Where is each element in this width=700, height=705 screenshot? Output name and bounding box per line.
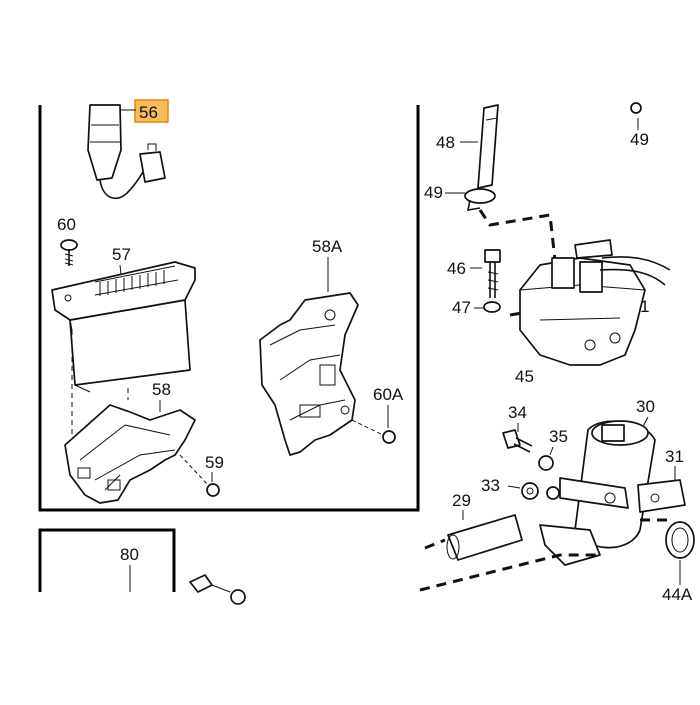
bottom-left-panel-frame bbox=[38, 528, 176, 592]
label-31: 31 bbox=[665, 447, 684, 466]
label-29: 29 bbox=[452, 491, 471, 510]
label-1: 1 bbox=[640, 297, 649, 316]
washer-47: 47 bbox=[452, 298, 501, 317]
pump-30: 30 bbox=[559, 397, 656, 549]
label-57: 57 bbox=[112, 245, 131, 264]
nut-33: 33 bbox=[481, 476, 560, 500]
label-56: 56 bbox=[139, 103, 158, 122]
bracket-58: 58 bbox=[64, 380, 196, 504]
bolt-46: 46 bbox=[447, 249, 501, 298]
label-60a: 60A bbox=[373, 385, 404, 404]
bracket-31: 31 bbox=[637, 447, 686, 513]
label-33: 33 bbox=[481, 476, 500, 495]
part-80: 80 bbox=[120, 545, 139, 592]
label-80: 80 bbox=[120, 545, 139, 564]
label-58a: 58A bbox=[312, 237, 343, 256]
label-34: 34 bbox=[508, 403, 527, 422]
label-48: 48 bbox=[436, 133, 455, 152]
control-unit-57: 57 bbox=[51, 245, 196, 393]
left-panel-frame bbox=[38, 105, 420, 512]
label-49-top: 49 bbox=[630, 130, 649, 149]
label-47: 47 bbox=[452, 298, 471, 317]
label-59: 59 bbox=[205, 453, 224, 472]
part-1: 1 bbox=[640, 297, 649, 316]
mounting-plate-58a: 58A bbox=[259, 237, 359, 456]
screw-60: 60 bbox=[57, 215, 78, 266]
valve-body-45: 45 bbox=[509, 239, 671, 386]
washer-35: 35 bbox=[538, 427, 568, 471]
connector-plug-56 bbox=[87, 104, 166, 200]
label-44a: 44A bbox=[662, 585, 693, 604]
screw-60a: 60A bbox=[351, 385, 404, 444]
label-46: 46 bbox=[447, 259, 466, 278]
highlight-label-56[interactable]: 56 bbox=[121, 99, 169, 123]
screw-49-top: 49 bbox=[630, 102, 649, 149]
label-45: 45 bbox=[515, 367, 534, 386]
label-49-left: 49 bbox=[424, 183, 443, 202]
hose-clamp-49: 49 bbox=[424, 183, 496, 211]
bolt-34: 34 bbox=[502, 403, 533, 453]
clamp-44a: 44A bbox=[662, 521, 695, 604]
label-35: 35 bbox=[549, 427, 568, 446]
label-58: 58 bbox=[152, 380, 171, 399]
label-60: 60 bbox=[57, 215, 76, 234]
screw-59: 59 bbox=[179, 453, 224, 497]
hose-48: 48 bbox=[436, 104, 499, 189]
small-bolts-bottom bbox=[189, 574, 246, 605]
label-30: 30 bbox=[636, 397, 655, 416]
